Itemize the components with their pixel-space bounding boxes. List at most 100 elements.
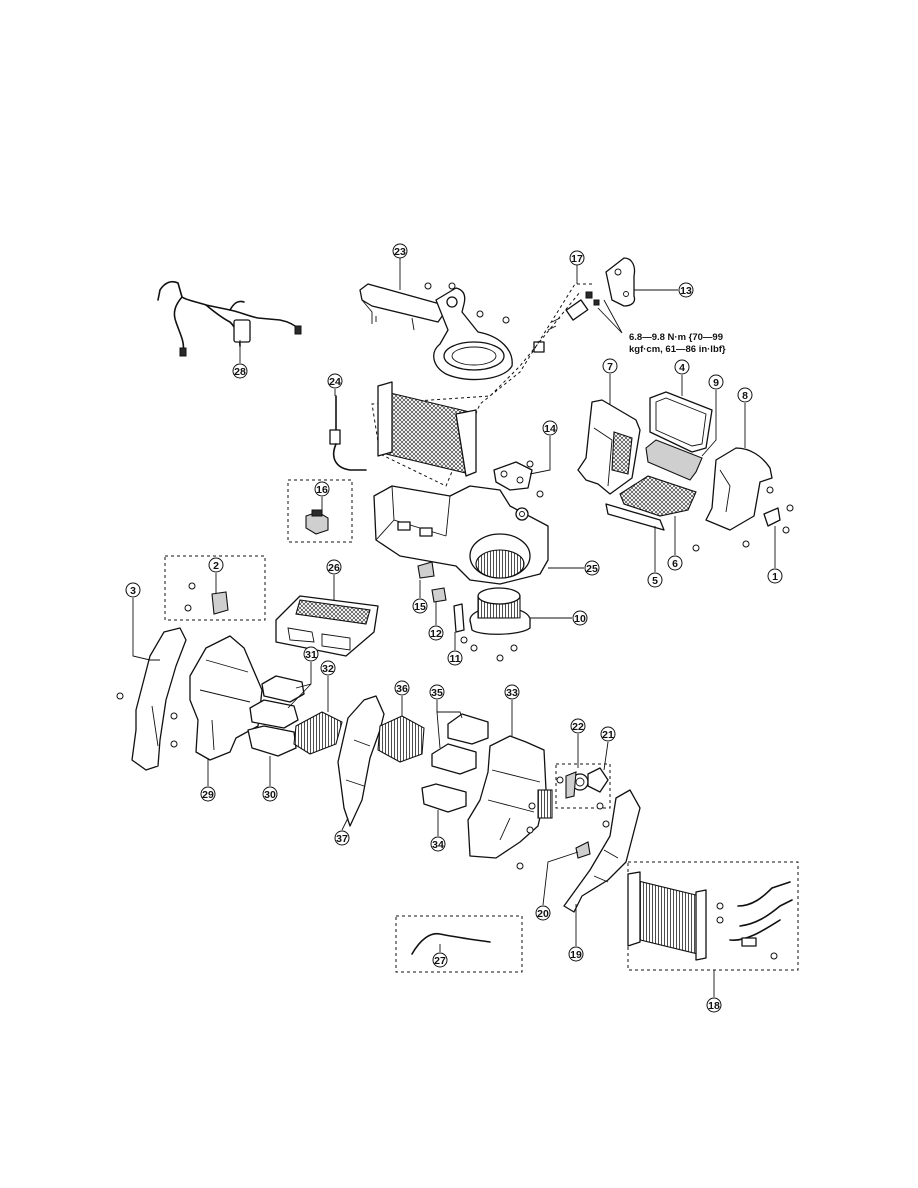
svg-text:20: 20 [537,908,549,920]
filter-rail-5 [605,503,665,531]
callout-16: 16 [314,481,330,497]
case-29 [189,635,263,761]
callout-31: 31 [303,646,319,662]
svg-text:1: 1 [772,571,778,583]
callouts: 23 17 13 28 24 7 4 9 8 14 16 25 6 5 1 2 … [125,243,783,1013]
callout-9: 9 [708,374,724,390]
svg-text:21: 21 [602,729,614,741]
callout-19: 19 [568,946,584,962]
torque-spec-line1: 6.8—9.8 N·m {70—99 [629,332,723,343]
door-34 [421,783,467,813]
lever-11 [453,603,465,633]
callout-13: 13 [678,282,694,298]
svg-text:23: 23 [394,246,406,258]
callout-12: 12 [428,625,444,641]
vent-32 [293,711,343,755]
svg-text:24: 24 [329,376,341,388]
callout-17: 17 [569,250,585,266]
lever-12 [431,587,447,603]
callout-2: 2 [208,557,224,573]
case-8 [705,447,773,531]
svg-text:34: 34 [432,839,444,851]
blower-case-25 [373,485,549,585]
svg-text:4: 4 [679,362,685,374]
callout-36: 36 [394,680,410,696]
callout-5: 5 [647,572,663,588]
callout-10: 10 [572,610,588,626]
door-31 [249,675,305,729]
leader-lines [132,258,776,997]
blower-upper-case [359,283,513,381]
link-15 [417,561,435,579]
svg-text:26: 26 [328,562,340,574]
svg-text:36: 36 [396,683,408,695]
bracket-13 [605,257,636,307]
svg-text:19: 19 [570,949,582,961]
torque-spec-line2: kgf·cm, 61—86 in·lbf} [629,344,726,355]
blower-motor-10 [469,587,531,635]
svg-text:10: 10 [574,613,586,625]
duct-19 [563,789,641,913]
svg-text:14: 14 [544,423,556,435]
svg-text:35: 35 [431,687,443,699]
callout-26: 26 [326,559,342,575]
svg-text:30: 30 [264,789,276,801]
callout-29: 29 [200,786,216,802]
callout-32: 32 [320,660,336,676]
svg-text:37: 37 [336,833,348,845]
svg-text:12: 12 [430,628,442,640]
cabin-filter-6 [619,475,697,517]
evaporator-sensor-24 [329,395,367,471]
svg-text:25: 25 [586,563,598,575]
actuator-14 [493,461,533,491]
evaporator [377,381,477,477]
svg-text:18: 18 [708,1000,720,1012]
svg-text:33: 33 [506,687,518,699]
callout-25: 25 [584,560,600,576]
svg-text:28: 28 [234,366,246,378]
svg-text:11: 11 [449,653,460,665]
callout-37: 37 [334,830,350,846]
svg-text:27: 27 [434,955,446,967]
svg-text:29: 29 [202,789,214,801]
svg-text:22: 22 [572,721,584,733]
callout-8: 8 [737,387,753,403]
svg-text:17: 17 [571,253,583,265]
vent-36 [377,715,425,763]
callout-28: 28 [232,363,248,379]
svg-text:13: 13 [680,285,692,297]
callout-11: 11 [447,650,463,666]
screws [116,282,794,960]
svg-text:9: 9 [713,377,719,389]
link-20 [575,841,591,859]
callout-24: 24 [327,373,343,389]
svg-text:5: 5 [652,575,658,587]
panel-37 [337,695,385,827]
filter-case-7 [577,399,641,495]
svg-text:6: 6 [672,558,678,570]
grill-26 [275,595,379,657]
gear-22 [565,771,589,799]
callout-30: 30 [262,786,278,802]
callout-18: 18 [706,997,722,1013]
filter-frame-4 [649,391,713,453]
callout-6: 6 [667,555,683,571]
wiring-harness [157,280,302,357]
duct-3 [131,627,187,771]
callout-33: 33 [504,684,520,700]
svg-text:3: 3 [130,585,136,597]
callout-34: 34 [430,836,446,852]
svg-text:32: 32 [322,663,334,675]
svg-text:8: 8 [742,390,748,402]
actuator-21 [587,767,609,793]
svg-text:2: 2 [213,560,219,572]
callout-23: 23 [392,243,408,259]
resistor-16 [305,509,329,535]
callout-3: 3 [125,582,141,598]
callout-14: 14 [542,420,558,436]
door-30 [247,725,297,757]
svg-text:31: 31 [305,649,317,661]
callout-27: 27 [432,952,448,968]
drain-hose-27 [411,932,491,955]
door-35 [431,713,489,775]
